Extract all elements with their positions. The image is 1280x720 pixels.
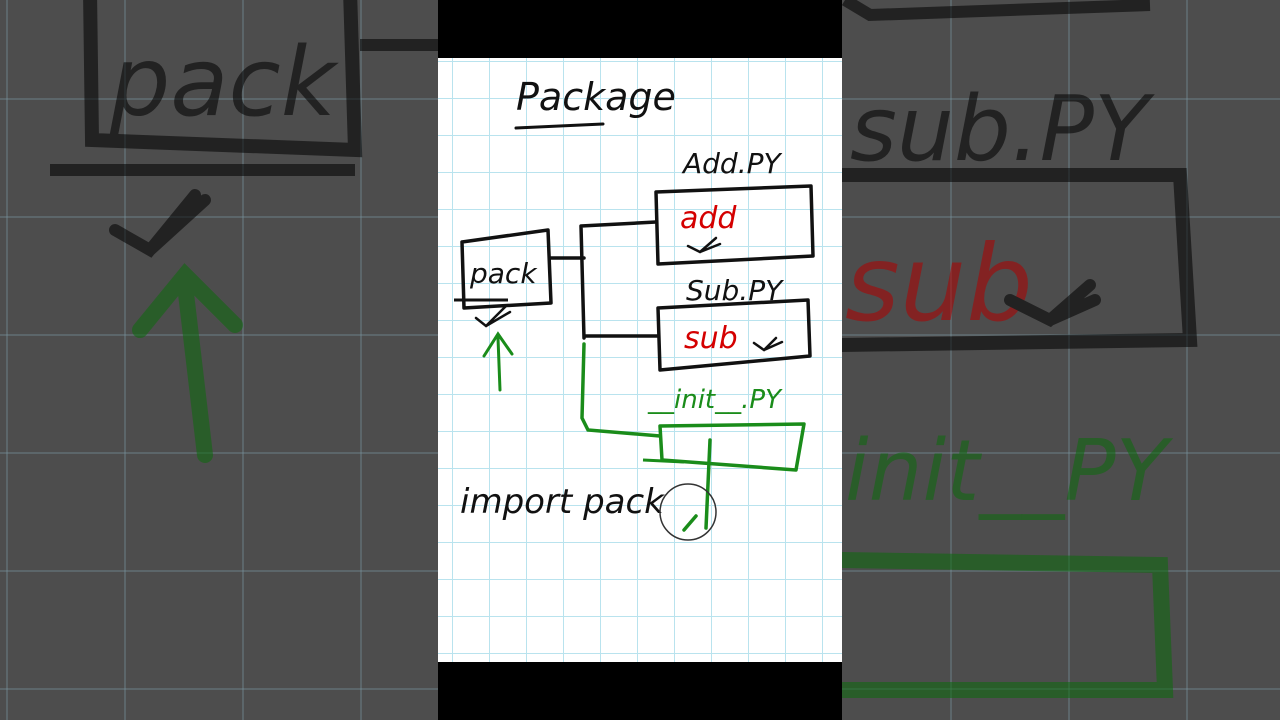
package-box [460, 228, 553, 310]
title-underline [514, 122, 605, 130]
import-link-arrow [682, 438, 712, 532]
add-check-icon [686, 236, 722, 254]
bg-sub-file: sub.PY [850, 77, 1155, 182]
bg-init-file: init__PY [845, 422, 1174, 521]
import-statement: import pack [460, 482, 665, 522]
bg-sub-function: sub [845, 223, 1033, 345]
package-box-label: pack [469, 257, 538, 290]
notebook-page: Package Add.PY add Sub.PY sub pack __ini… [438, 58, 842, 662]
bg-pack-label: pack [109, 28, 340, 138]
module-add-box [654, 184, 815, 266]
module-add-file: Add.PY [681, 147, 782, 180]
module-sub-function: sub [684, 321, 738, 356]
module-sub-box [656, 298, 812, 372]
letterbox-top [438, 0, 842, 58]
up-arrow-icon [482, 331, 514, 392]
letterbox-bottom [438, 662, 842, 720]
init-file: __init__.PY [647, 385, 783, 415]
pack-check-icon [474, 304, 512, 328]
init-connector [580, 342, 662, 438]
bg-up-arrow-icon [132, 263, 243, 463]
package-diagram: Package Add.PY add Sub.PY sub pack __ini… [454, 75, 815, 541]
init-box [658, 422, 806, 472]
sub-check-icon [752, 336, 784, 352]
tree-connector [549, 220, 660, 340]
module-add-function: add [680, 201, 737, 236]
circle-cursor-icon [659, 483, 717, 541]
diagram-title: Package [516, 75, 676, 119]
